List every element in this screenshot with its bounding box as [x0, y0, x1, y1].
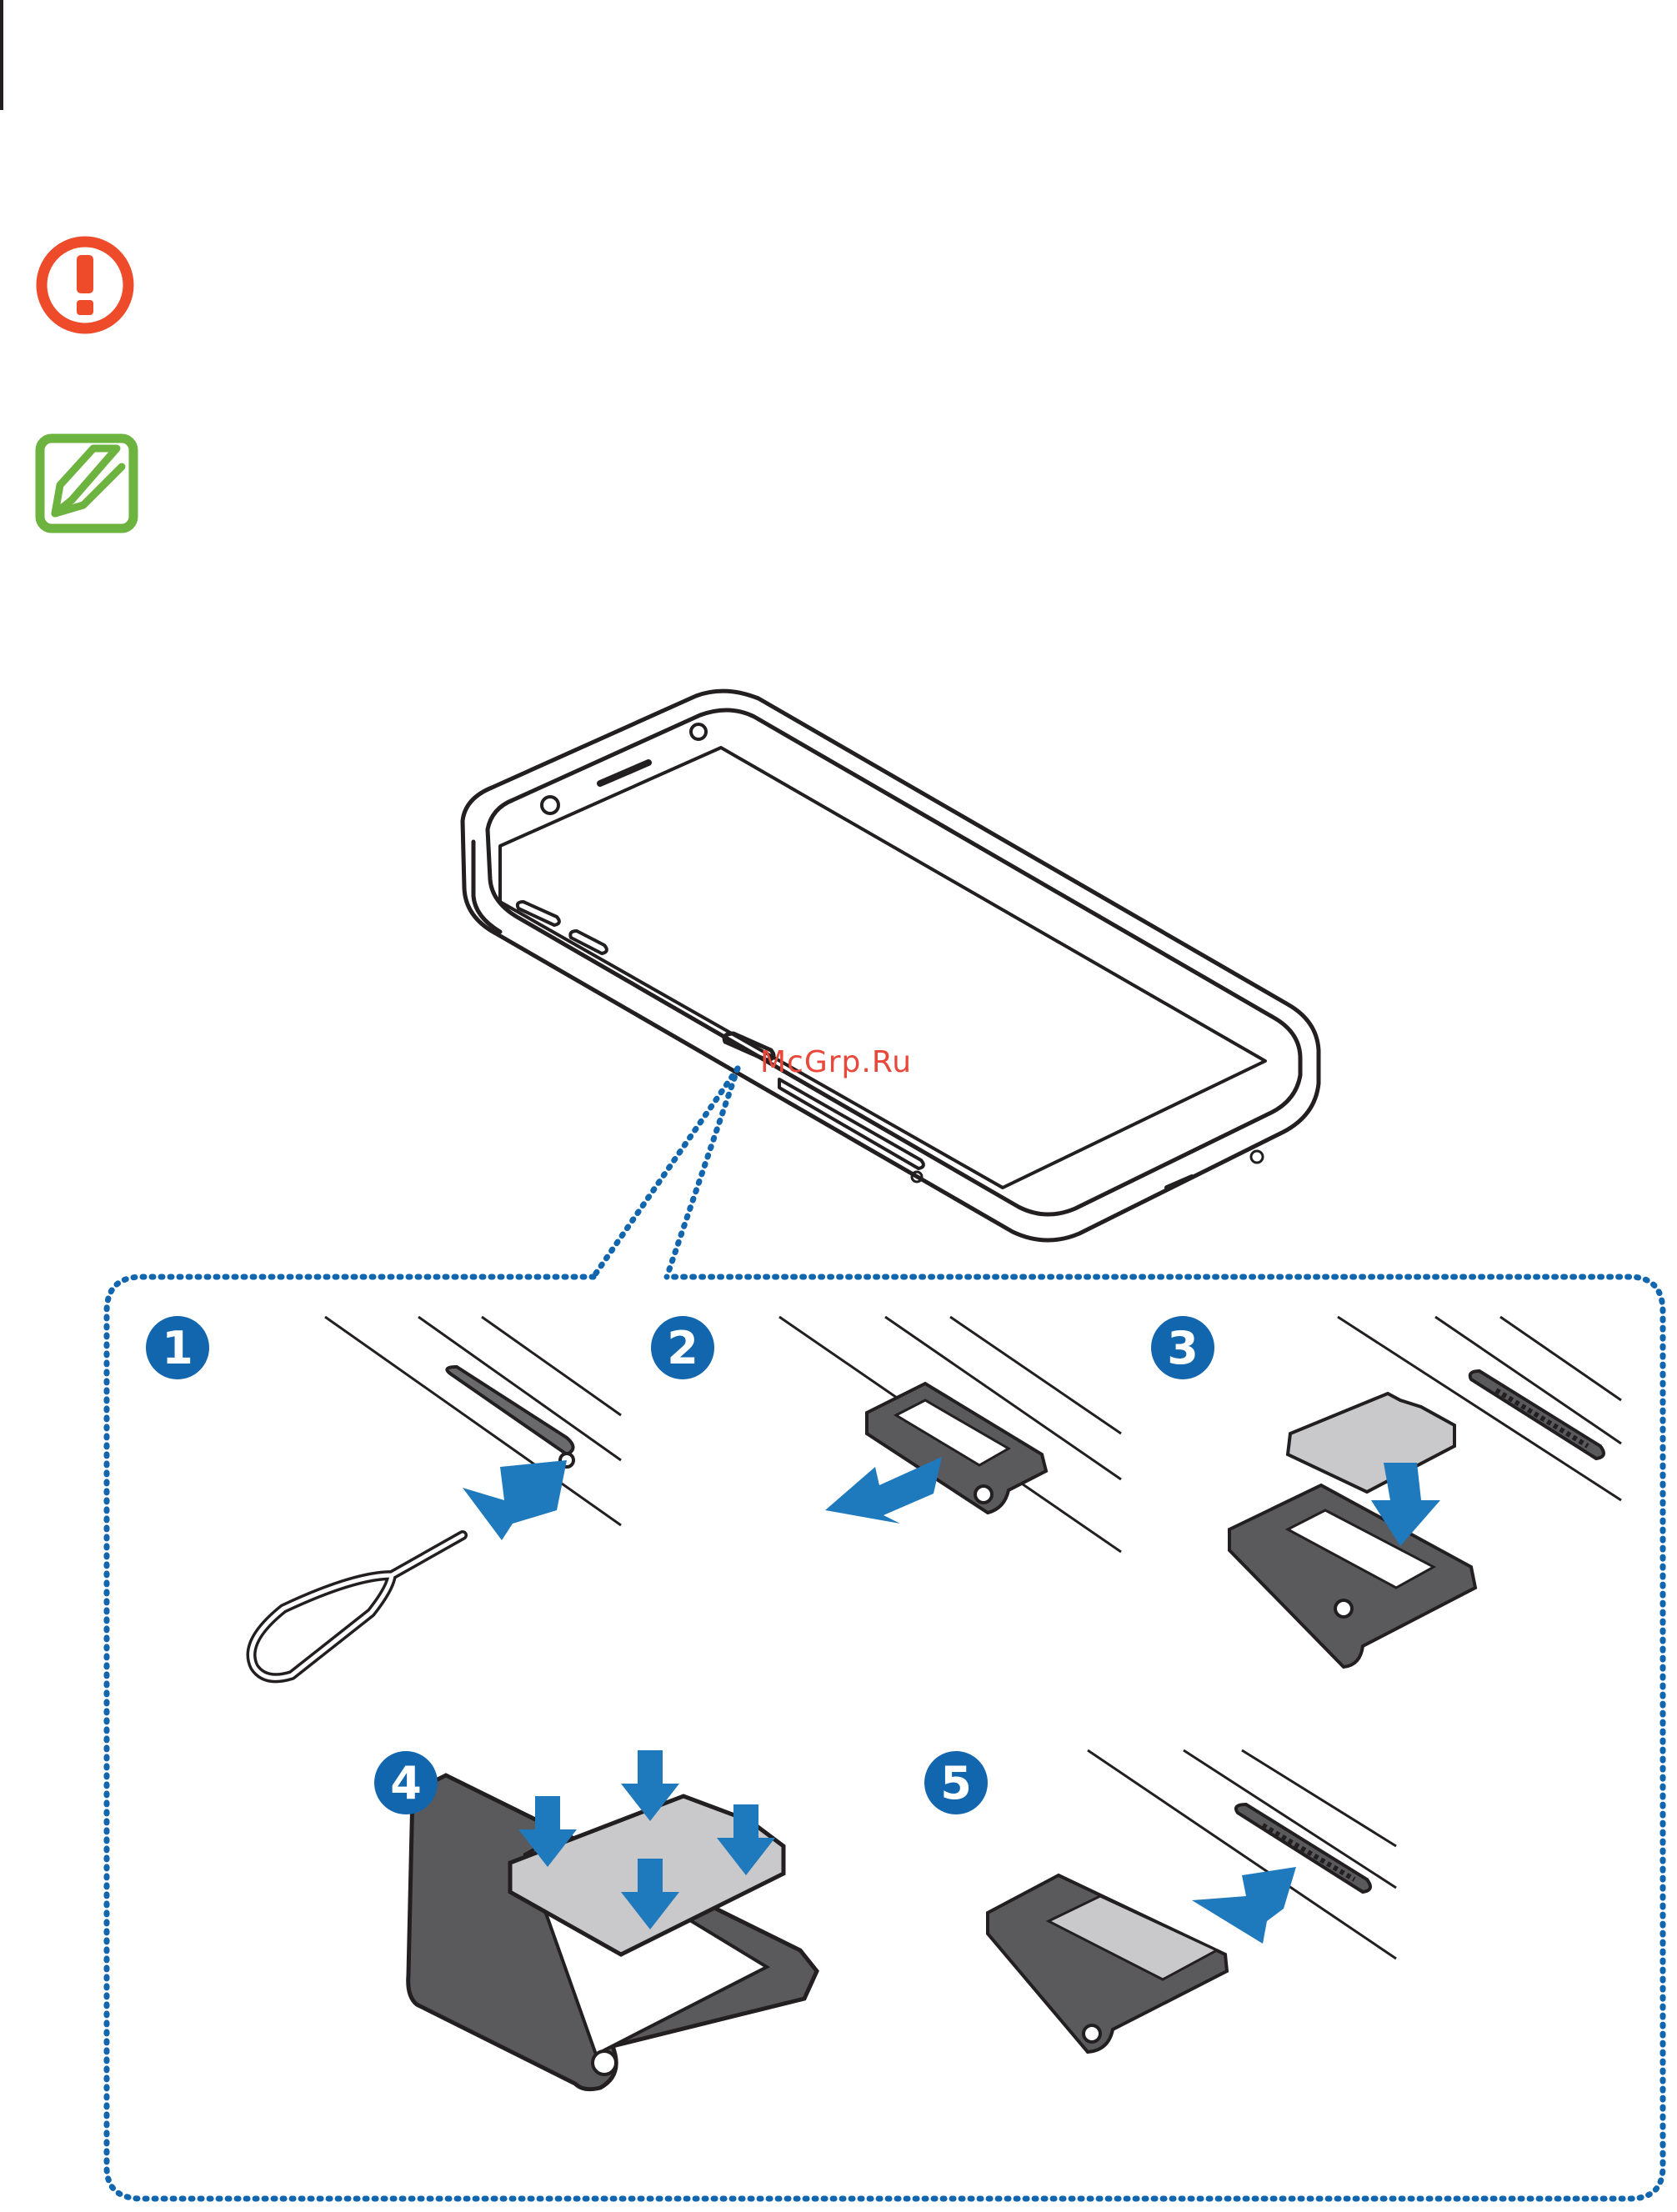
phone-illustration — [463, 691, 1319, 1240]
step-3-illustration — [1229, 1317, 1621, 1667]
step-badge-3: 3 — [1150, 1315, 1215, 1380]
insert-tray-arrow — [1192, 1867, 1296, 1944]
step-badge-2: 2 — [650, 1315, 715, 1380]
step-2-illustration — [779, 1317, 1121, 1552]
step-1-illustration — [0, 0, 621, 1678]
step-badge-5: 5 — [924, 1750, 989, 1815]
pull-out-tray-arrow — [825, 1457, 942, 1524]
step-badge-4: 4 — [373, 1750, 438, 1815]
step-number: 1 — [145, 1315, 210, 1380]
step-badge-1: 1 — [145, 1315, 210, 1380]
insert-pin-arrow — [463, 1460, 567, 1540]
step-number: 2 — [650, 1315, 715, 1380]
step-4-illustration — [408, 1750, 817, 2089]
watermark-text: McGrp.Ru — [760, 1045, 912, 1079]
step-number: 4 — [373, 1750, 438, 1815]
step-number: 3 — [1150, 1315, 1215, 1380]
step-5-illustration — [988, 1750, 1396, 2052]
step-number: 5 — [924, 1750, 989, 1815]
